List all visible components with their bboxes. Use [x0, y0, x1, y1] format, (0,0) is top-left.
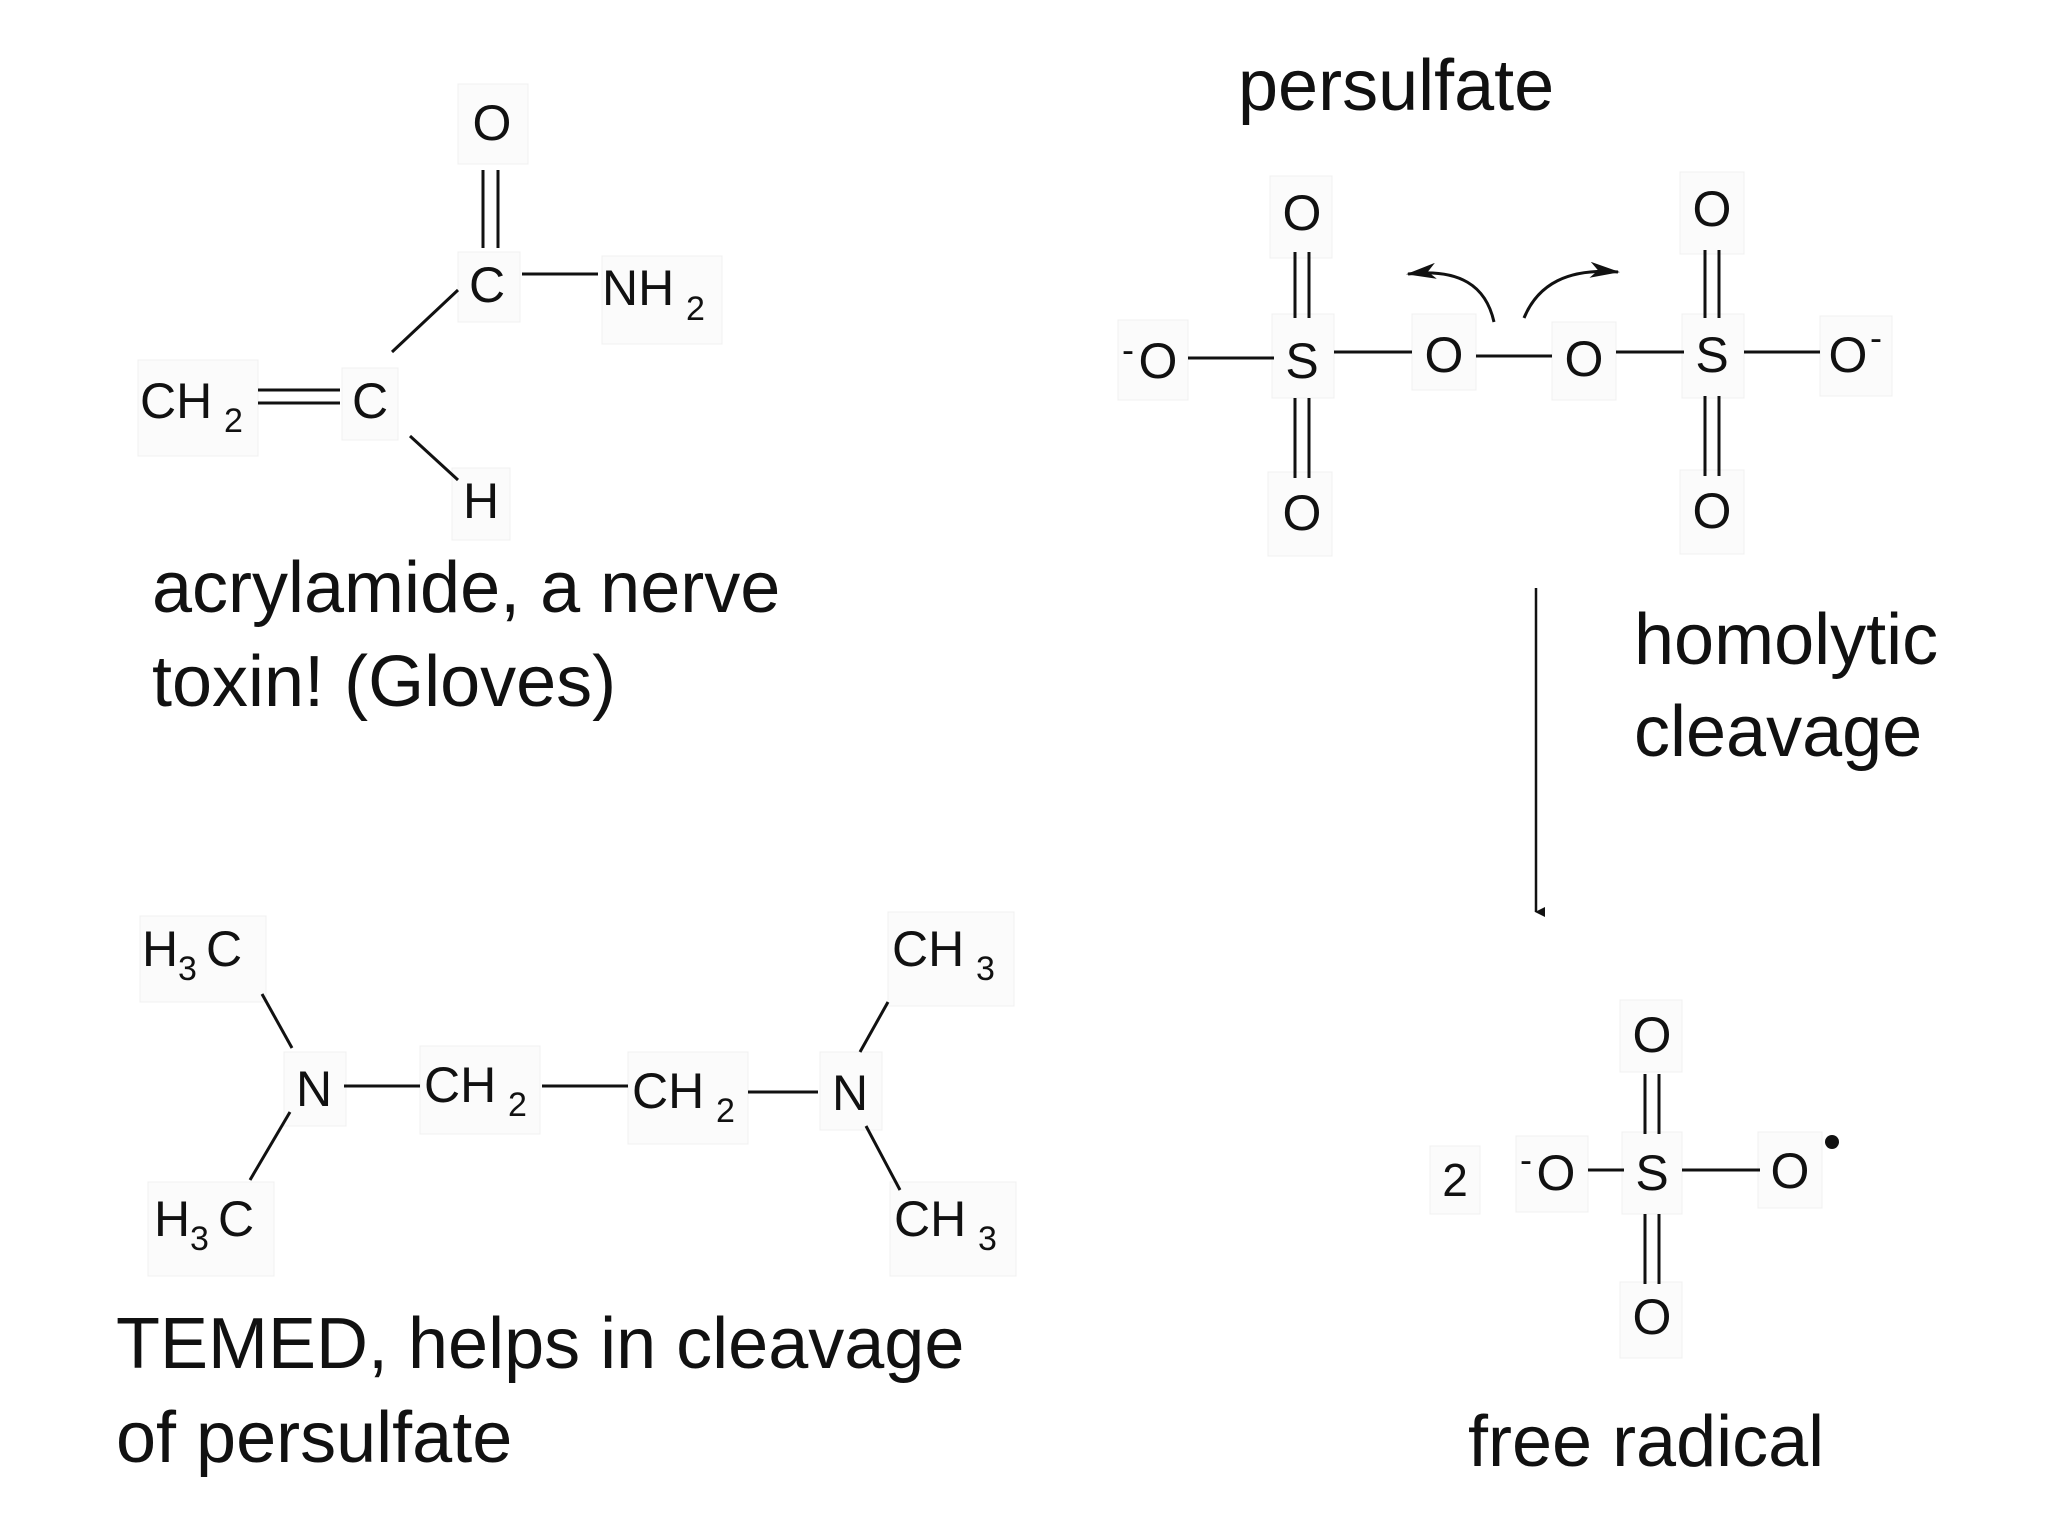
- acrylamide-bond-c-h: [408, 434, 460, 482]
- temed-atom-ch3-top: CH: [892, 921, 964, 977]
- temed-atom-n-left: N: [296, 1061, 332, 1117]
- acrylamide-structure: O C NH 2 CH 2 C H: [137, 83, 723, 541]
- temed-atom-ch2-a-subscript: 2: [508, 1086, 527, 1124]
- temed-caption-line1: TEMED, helps in cleavage: [116, 1304, 964, 1384]
- temed-atom-h3c-top-c: C: [206, 921, 242, 977]
- acrylamide-atom-ch-subscript: 2: [224, 402, 243, 440]
- radical-atom-s: S: [1635, 1145, 1668, 1201]
- persulfate-atom-s-left: S: [1285, 333, 1318, 389]
- radical-atom-o-top: O: [1633, 1007, 1672, 1063]
- radical-structure: 2 - O S O O O: [1429, 999, 1839, 1359]
- temed-atom-h3c-bot-subscript: 3: [190, 1220, 209, 1258]
- acrylamide-caption-line1: acrylamide, a nerve: [152, 548, 780, 628]
- persulfate-atom-o-top-right: O: [1693, 181, 1732, 237]
- persulfate-title: persulfate: [1238, 46, 1554, 126]
- persulfate-curved-arrow-right: [1522, 261, 1620, 319]
- radical-atom-o-bot: O: [1633, 1289, 1672, 1345]
- radical-coefficient: 2: [1442, 1154, 1468, 1206]
- reaction-label-line2: cleavage: [1634, 692, 1922, 772]
- persulfate-structure: - O S O O S O - O O O O: [1117, 171, 1893, 557]
- radical-atom-o-left: O: [1537, 1145, 1576, 1201]
- acrylamide-caption-line2: toxin! (Gloves): [152, 642, 616, 722]
- temed-atom-n-right: N: [832, 1065, 868, 1121]
- temed-atom-h3c-top-h: H: [142, 921, 178, 977]
- persulfate-atom-s-right: S: [1695, 327, 1728, 383]
- persulfate-atom-o-bot-left: O: [1283, 485, 1322, 541]
- persulfate-charge-right: -: [1870, 317, 1882, 358]
- acrylamide-atom-nh: NH: [602, 260, 674, 316]
- temed-atom-h3c-bot-h: H: [154, 1191, 190, 1247]
- radical-unpaired-electron-dot: [1825, 1135, 1839, 1149]
- acrylamide-atom-nh-subscript: 2: [686, 290, 705, 328]
- persulfate-atom-o-left: O: [1139, 333, 1178, 389]
- temed-atom-ch2-a: CH: [424, 1057, 496, 1113]
- temed-atom-ch3-top-subscript: 3: [976, 950, 995, 988]
- persulfate-charge-left: -: [1122, 329, 1134, 370]
- temed-bond-n-ch3-top: [858, 1001, 890, 1053]
- acrylamide-bond-c-c: [390, 288, 460, 354]
- temed-bond-n-ch3-bot: [864, 1125, 902, 1191]
- temed-caption-line2: of persulfate: [116, 1398, 512, 1478]
- temed-structure: H 3 C H 3 C N CH 2 CH 2 N CH 3 CH 3: [139, 911, 1017, 1277]
- temed-atom-ch2-b: CH: [632, 1063, 704, 1119]
- persulfate-atom-o-right: O: [1829, 327, 1868, 383]
- radical-charge: -: [1520, 1139, 1532, 1180]
- radical-atom-o-right: O: [1771, 1143, 1810, 1199]
- temed-atom-h3c-bot-c: C: [218, 1191, 254, 1247]
- acrylamide-atom-h: H: [463, 473, 499, 529]
- acrylamide-atom-ch: CH: [140, 373, 212, 429]
- temed-atom-ch3-bot: CH: [894, 1191, 966, 1247]
- radical-caption: free radical: [1468, 1402, 1824, 1482]
- acrylamide-atom-c-carbonyl: C: [469, 257, 505, 313]
- temed-bond-h3c-top-n: [260, 993, 294, 1049]
- acrylamide-atom-o: O: [473, 95, 512, 151]
- persulfate-atom-o-top-left: O: [1283, 185, 1322, 241]
- persulfate-atom-o-bridge-right: O: [1565, 331, 1604, 387]
- persulfate-curved-arrow-left: [1406, 262, 1496, 323]
- temed-bond-h3c-bot-n: [248, 1111, 292, 1181]
- persulfate-atom-o-bridge-left: O: [1425, 327, 1464, 383]
- temed-atom-h3c-top-subscript: 3: [178, 950, 197, 988]
- acrylamide-atom-c-vinyl: C: [352, 373, 388, 429]
- reaction-label-line1: homolytic: [1634, 600, 1938, 680]
- temed-atom-ch2-b-subscript: 2: [716, 1092, 735, 1130]
- temed-atom-ch3-bot-subscript: 3: [978, 1220, 997, 1258]
- persulfate-atom-o-bot-right: O: [1693, 483, 1732, 539]
